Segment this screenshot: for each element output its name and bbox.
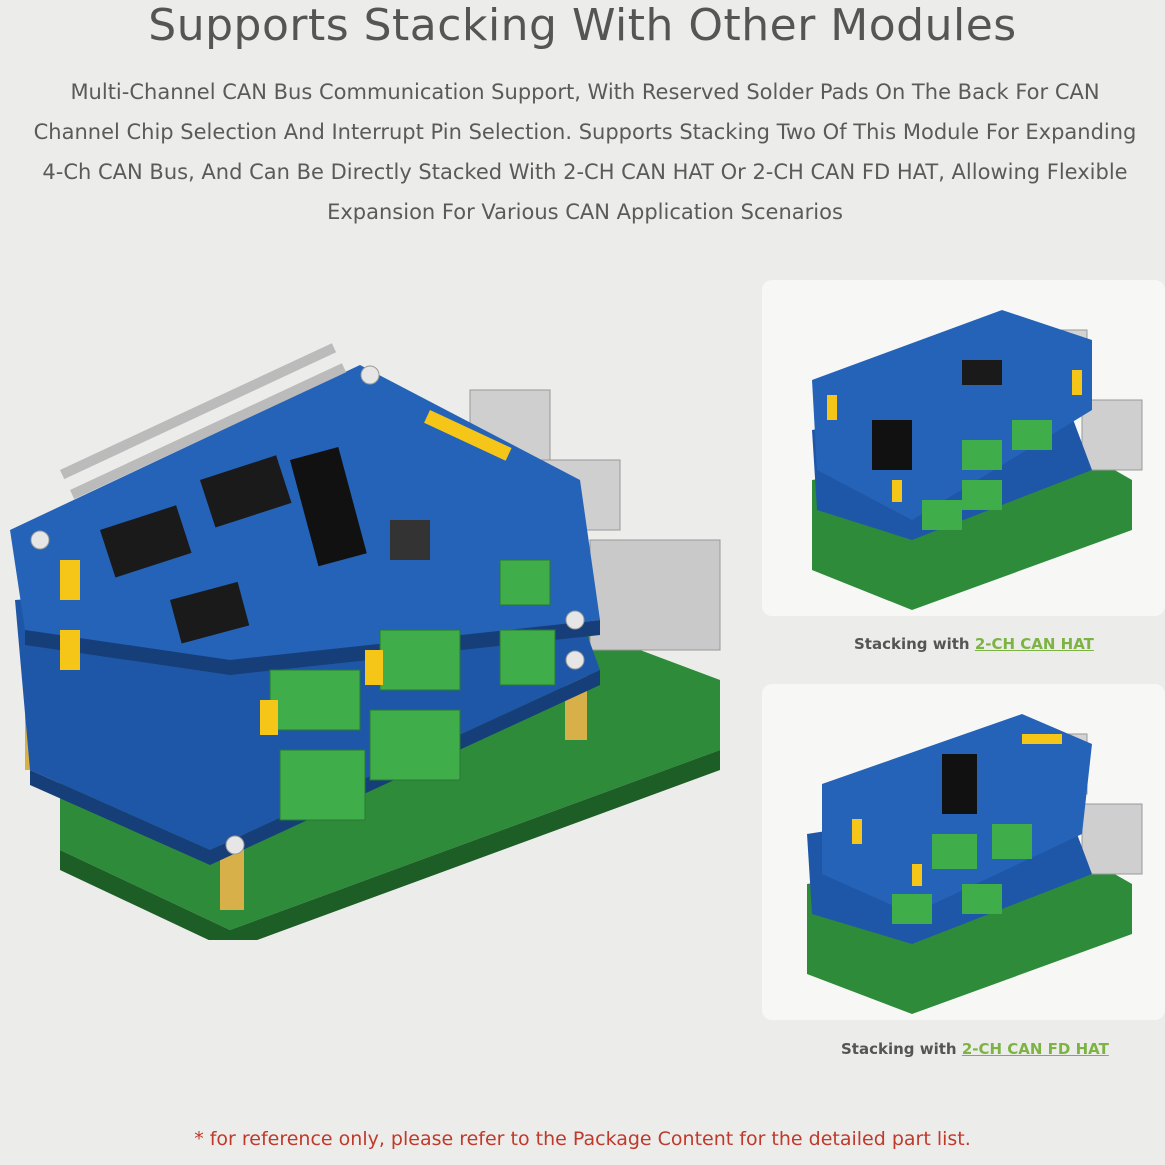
main-stack-image: [10, 343, 721, 940]
stack-image-2ch-can-fd-hat: [762, 684, 1165, 1020]
caption-2ch-can-hat: Stacking with 2-CH CAN HAT: [854, 635, 1094, 653]
stack-illustration-1: [812, 310, 1143, 610]
caption-link-2ch-can-fd-hat[interactable]: 2-CH CAN FD HAT: [961, 1040, 1109, 1058]
stack-illustration-2: [807, 714, 1143, 1014]
caption-prefix: Stacking with: [854, 635, 975, 653]
caption-2ch-can-fd-hat: Stacking with 2-CH CAN FD HAT: [841, 1040, 1109, 1058]
stack-image-2ch-can-hat: [762, 280, 1165, 616]
reference-note: * for reference only, please refer to th…: [194, 1128, 971, 1150]
page-title: Supports Stacking With Other Modules: [148, 0, 1017, 51]
caption-link-2ch-can-hat[interactable]: 2-CH CAN HAT: [974, 635, 1094, 653]
feature-description: Multi-Channel CAN Bus Communication Supp…: [33, 80, 1137, 224]
caption-prefix: Stacking with: [841, 1040, 962, 1058]
